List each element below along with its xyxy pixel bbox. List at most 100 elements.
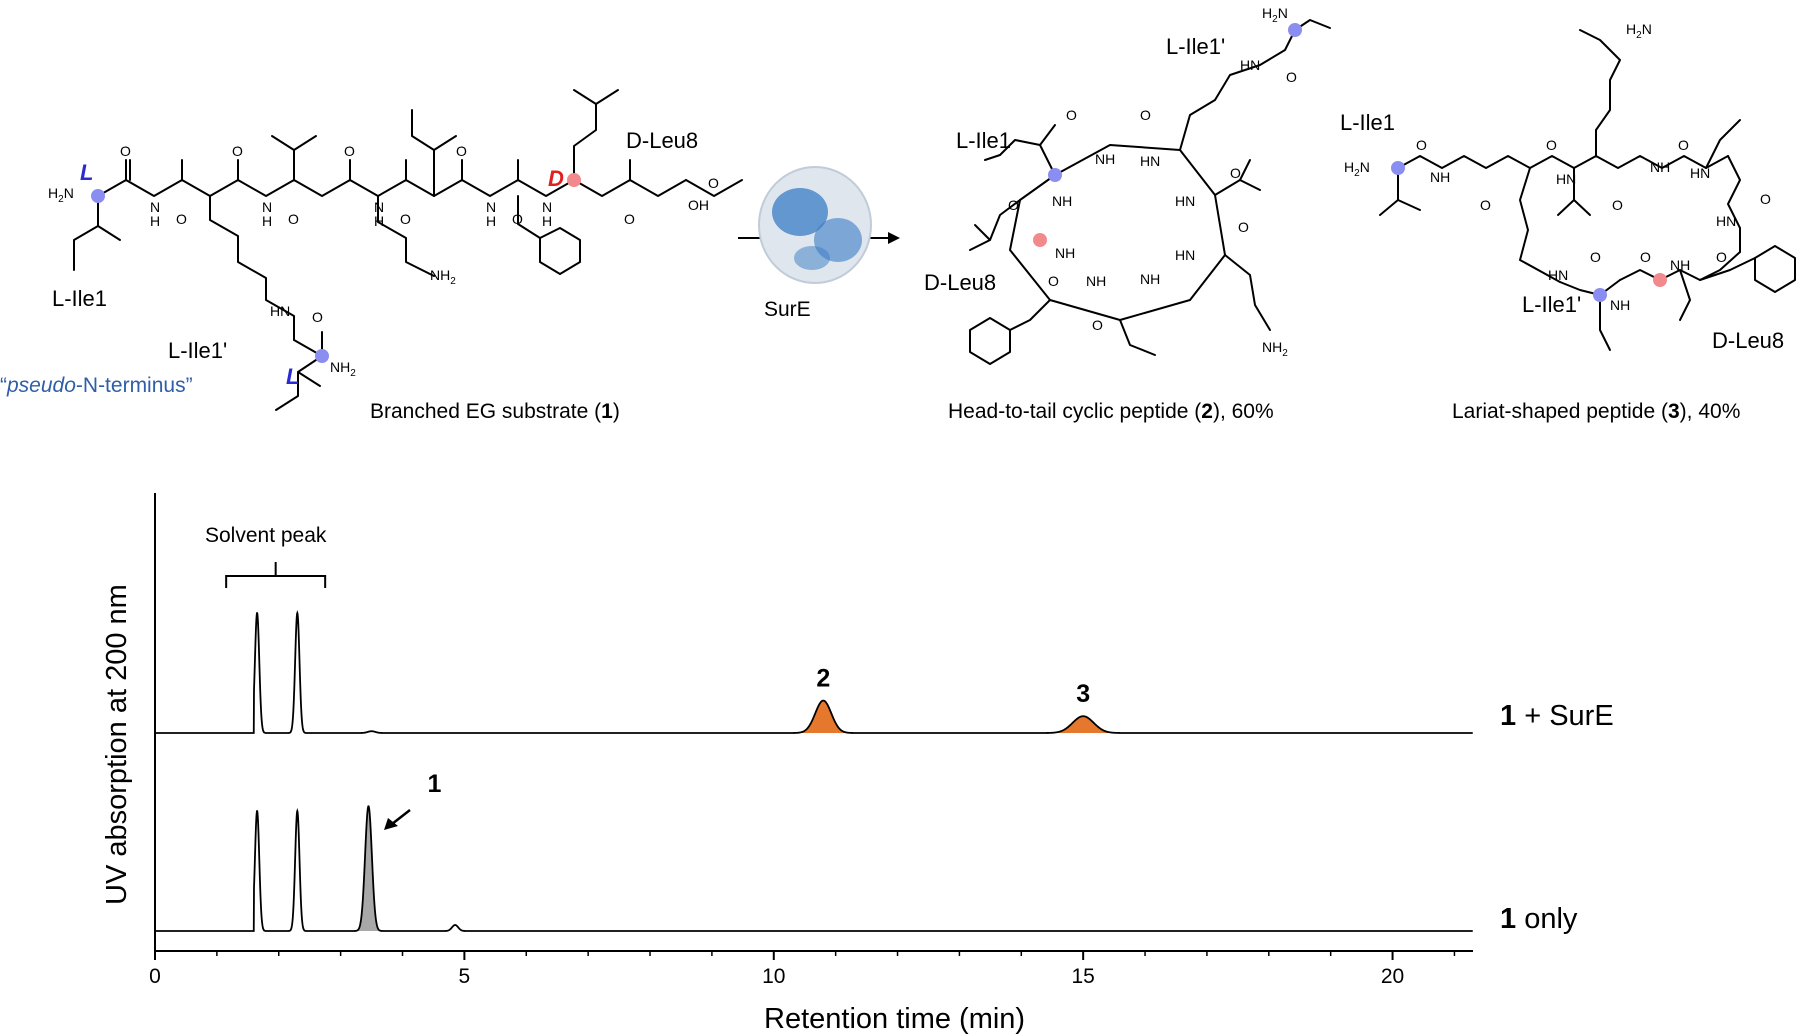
oxygen-atom: O bbox=[1140, 107, 1151, 123]
d-stereocenter-marker bbox=[567, 173, 581, 187]
x-tick-label: 0 bbox=[149, 965, 161, 988]
product3-bonds bbox=[1379, 29, 1796, 351]
ile1-label: L-Ile1 bbox=[956, 128, 1011, 153]
l-stereocenter-marker bbox=[1048, 168, 1062, 182]
peak-fill-2 bbox=[795, 700, 852, 733]
nitrogen-atom: N bbox=[486, 199, 496, 215]
oxygen-atom: O bbox=[1640, 249, 1651, 265]
reaction-scheme: H2N OH NH2 NH2 HN O O O O O O O O O O O … bbox=[0, 5, 1796, 423]
trace-line-1 bbox=[155, 805, 1473, 932]
oxygen-atom: O bbox=[344, 143, 355, 159]
nitrogen-atom: N bbox=[150, 199, 160, 215]
peak-labels: 2 3 1 bbox=[428, 665, 1091, 798]
hn-atom: HN bbox=[1240, 57, 1260, 73]
leu8-label: D-Leu8 bbox=[626, 128, 698, 153]
oxygen-atom: O bbox=[120, 143, 131, 159]
leu8-label: D-Leu8 bbox=[1712, 328, 1784, 353]
hn-atom: HN bbox=[1140, 153, 1160, 169]
oxygen-atom: O bbox=[1048, 273, 1059, 289]
ile1-label: L-Ile1 bbox=[1340, 110, 1395, 135]
x-tick-label: 10 bbox=[762, 965, 785, 988]
nh-atom: NH bbox=[1055, 245, 1075, 261]
product3-atoms: H2N H2N NH NH NH NH HN HN HN HN O O O O … bbox=[1344, 21, 1771, 313]
trace-label-sure: 1 + SurE bbox=[1500, 700, 1614, 732]
ile1-prime-label: L-Ile1' bbox=[168, 338, 227, 363]
ile1-prime-label: L-Ile1' bbox=[1166, 34, 1225, 59]
hn-atom: HN bbox=[1690, 165, 1710, 181]
peak-fill-1 bbox=[356, 806, 381, 931]
nh-atom: NH bbox=[1052, 193, 1072, 209]
peak-label-3: 3 bbox=[1076, 680, 1090, 708]
nitrogen-atom: N bbox=[542, 199, 552, 215]
oxygen-atom: O bbox=[708, 175, 719, 191]
hydrogen-atom: H bbox=[262, 213, 272, 229]
oxygen-atom: O bbox=[1416, 137, 1427, 153]
hn-atom: HN bbox=[1548, 267, 1568, 283]
enzyme-structure-icon bbox=[758, 166, 872, 284]
oxygen-atom: O bbox=[512, 211, 523, 227]
oxygen-atom: O bbox=[1678, 137, 1689, 153]
x-tick-label: 5 bbox=[459, 965, 471, 988]
substrate-atoms: H2N OH NH2 NH2 HN O O O O O O O O O O O … bbox=[48, 143, 719, 379]
oxygen-atom: O bbox=[624, 211, 635, 227]
nh-atom: NH bbox=[1610, 297, 1630, 313]
substrate-structure: H2N OH NH2 NH2 HN O O O O O O O O O O O … bbox=[0, 89, 743, 423]
oxygen-atom: O bbox=[1066, 107, 1077, 123]
product2-caption: Head-to-tail cyclic peptide (2), 60% bbox=[948, 400, 1274, 423]
nh-atom: NH bbox=[1650, 159, 1670, 175]
product2-atoms: H2N NH2 NH NH NH NH NH HN HN HN HN O O O… bbox=[1008, 5, 1302, 359]
bracket-line bbox=[225, 575, 327, 588]
l-stereo-label: L bbox=[286, 364, 299, 389]
h2n-atom: H2N bbox=[1344, 159, 1370, 179]
oxygen-atom: O bbox=[176, 211, 187, 227]
peak-label-2: 2 bbox=[816, 665, 830, 693]
ile1-label: L-Ile1 bbox=[52, 286, 107, 311]
hydrogen-atom: H bbox=[542, 213, 552, 229]
oxygen-atom: O bbox=[1008, 197, 1019, 213]
solvent-peak-bracket bbox=[225, 562, 327, 588]
product2-bonds bbox=[969, 19, 1331, 365]
pseudo-n-terminus-label: “pseudo-N-terminus” bbox=[0, 374, 193, 397]
oxygen-atom: O bbox=[288, 211, 299, 227]
l-stereocenter-marker bbox=[315, 349, 329, 363]
hn-atom: HN bbox=[270, 303, 290, 319]
l-stereocenter-marker bbox=[1288, 23, 1302, 37]
nh2-atom: NH2 bbox=[330, 359, 356, 379]
oxygen-atom: O bbox=[232, 143, 243, 159]
trace-line-0 bbox=[155, 610, 1473, 734]
nh-atom: NH bbox=[1670, 257, 1690, 273]
ile1-prime-label: L-Ile1' bbox=[1522, 292, 1581, 317]
oxygen-atom: O bbox=[1230, 165, 1241, 181]
product2-structure: H2N NH2 NH NH NH NH NH HN HN HN HN O O O… bbox=[924, 5, 1331, 423]
l-stereocenter-marker bbox=[91, 189, 105, 203]
oh-atom: OH bbox=[688, 197, 709, 213]
solvent-peak-label: Solvent peak bbox=[205, 524, 327, 547]
peak-label-1: 1 bbox=[428, 770, 442, 798]
leu8-label: D-Leu8 bbox=[924, 270, 996, 295]
hn-atom: HN bbox=[1556, 171, 1576, 187]
substrate-caption: Branched EG substrate (1) bbox=[370, 400, 620, 423]
oxygen-atom: O bbox=[1286, 69, 1297, 85]
nh-atom: NH bbox=[1086, 273, 1106, 289]
l-stereocenter-marker bbox=[1593, 288, 1607, 302]
oxygen-atom: O bbox=[312, 309, 323, 325]
oxygen-atom: O bbox=[400, 211, 411, 227]
oxygen-atom: O bbox=[1590, 249, 1601, 265]
hydrogen-atom: H bbox=[150, 213, 160, 229]
nh-atom: NH bbox=[1430, 169, 1450, 185]
nh2-atom: NH2 bbox=[1262, 339, 1288, 359]
x-tick-label: 15 bbox=[1071, 965, 1094, 988]
substrate-bonds bbox=[73, 89, 743, 411]
nh2-atom: NH2 bbox=[430, 267, 456, 287]
chromatogram-traces bbox=[155, 610, 1473, 932]
d-stereo-label: D bbox=[548, 166, 564, 191]
nitrogen-atom: N bbox=[262, 199, 272, 215]
y-axis-title: UV absorption at 200 nm bbox=[101, 584, 133, 905]
x-axis-title: Retention time (min) bbox=[764, 1003, 1025, 1035]
l-stereocenter-marker bbox=[1391, 161, 1405, 175]
hydrogen-atom: H bbox=[374, 213, 384, 229]
oxygen-atom: O bbox=[1716, 249, 1727, 265]
nh-atom: NH bbox=[1095, 151, 1115, 167]
